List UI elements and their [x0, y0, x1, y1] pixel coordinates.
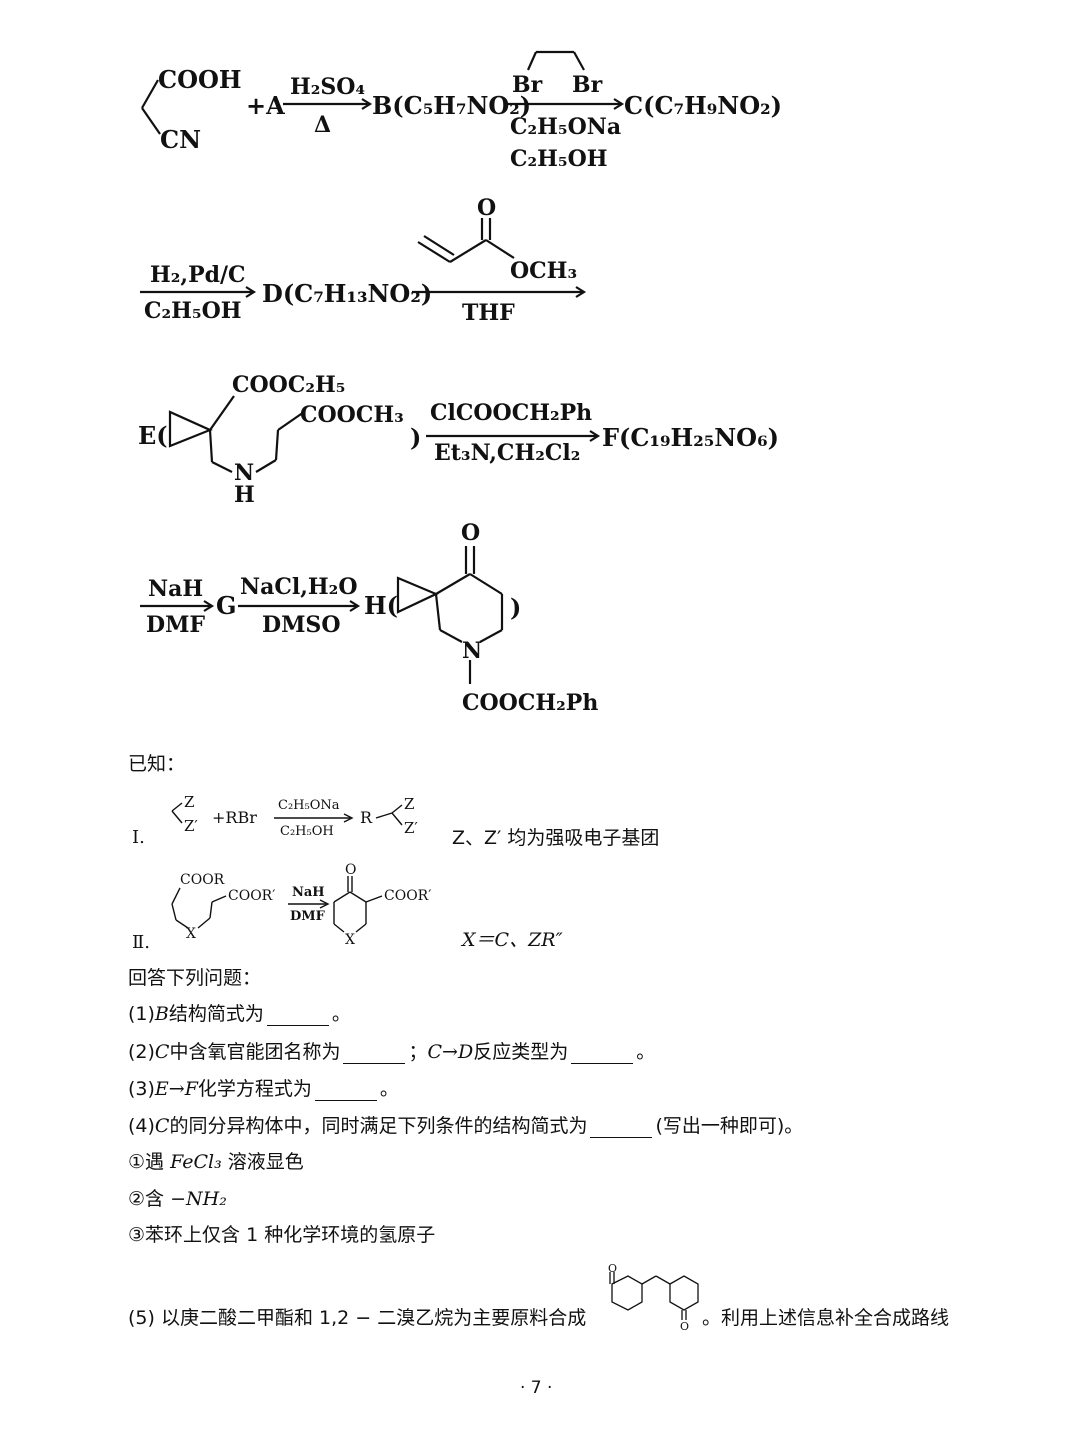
h-cbz-group: COOCH₂Ph: [462, 690, 598, 716]
arrow-reagent-bottom: C₂H₅OH: [144, 298, 242, 324]
arrow2-reagent-top: NaCl,H₂O: [240, 574, 357, 600]
product-z: Z: [404, 795, 414, 813]
scheme-row-2: H₂,Pd/C C₂H₅OH D(C₇H₁₃NO₂) O OCH₃ THF: [140, 195, 587, 326]
arrow-reagent-top: C₂H₅ONa: [278, 798, 340, 813]
arrow-reagent-top: NaH: [292, 885, 325, 900]
target-o-2: O: [680, 1320, 689, 1333]
arrow-reagent-bottom: C₂H₅OH: [280, 824, 334, 839]
arrow-reagent-top: ClCOOCH₂Ph: [430, 400, 592, 426]
e-methyl-ester: COOCH₃: [300, 402, 404, 428]
e-ethyl-ester: COOC₂H₅: [232, 372, 345, 398]
z-prime-group: Z′: [184, 817, 198, 835]
target-diketone-structure: O O: [608, 1262, 699, 1333]
plus-rbr: +RBr: [212, 808, 257, 827]
question-5-prefix: (5) 以庚二酸二甲酯和 1,2 − 二溴乙烷为主要原料合成: [128, 1307, 587, 1329]
target-o-1: O: [608, 1262, 617, 1275]
compound-b: B(C₅H₇NO₂): [372, 91, 531, 120]
product-o: O: [345, 862, 356, 878]
answer-blank[interactable]: [314, 1082, 377, 1101]
question-5-suffix: 。利用上述信息补全合成路线: [702, 1307, 950, 1329]
known-item-2-note: X＝C、ZR″: [462, 929, 563, 951]
e-amine-h: H: [234, 482, 255, 508]
e-close-paren: ): [410, 423, 421, 452]
arrow2-reagent-bottom: DMSO: [262, 612, 340, 638]
condition-3: ③苯环上仅含 1 种化学环境的氢原子: [128, 1224, 436, 1246]
known-item-1-note: Z、Z′ 均为强吸电子基团: [452, 827, 660, 849]
z-group: Z: [184, 793, 194, 811]
numeral-1: Ⅰ.: [132, 827, 145, 848]
x-atom: X: [186, 926, 196, 942]
condition-2: ②含 −NH₂: [128, 1188, 227, 1210]
compound-g: G: [216, 591, 237, 620]
compound-f: F(C₁₉H₂₅NO₆): [602, 423, 779, 452]
known-item-2: Ⅱ. COOR COOR′ X NaH DMF O COOR′ X: [132, 862, 431, 953]
numeral-2: Ⅱ.: [132, 932, 150, 953]
condition-1: ①遇 FeCl₃ 溶液显色: [128, 1151, 304, 1173]
answer-blank[interactable]: [571, 1045, 634, 1064]
e-amine-n: N: [234, 460, 254, 486]
compound-e-label: E(: [138, 421, 168, 450]
compound-d: D(C₇H₁₃NO₂): [262, 279, 432, 308]
question-1: (1)B结构简式为。: [128, 1003, 351, 1026]
arrow1-reagent-top: NaH: [148, 576, 203, 602]
h-ketone-o: O: [461, 520, 480, 546]
scheme-row-3: E( COOC₂H₅ COOCH₃ N H ) ClCOOCH₂Ph Et₃N,…: [138, 372, 779, 508]
answer-blank[interactable]: [343, 1045, 406, 1064]
answer-blank[interactable]: [266, 1007, 329, 1026]
dibromo-left-br: Br: [512, 72, 543, 98]
question-3: (3)E→F化学方程式为。: [128, 1078, 399, 1101]
arrow1-reagent-bottom: DMF: [146, 612, 205, 638]
r-group: R: [360, 808, 373, 827]
dibromo-right-br: Br: [572, 72, 603, 98]
scheme-row-1: COOH CN +A H₂SO₄ Δ B(C₅H₇NO₂) Br Br C₂H₅…: [141, 50, 782, 172]
arrow-reagent-bottom: Et₃N,CH₂Cl₂: [434, 440, 580, 466]
arrow-reagent-bottom: DMF: [290, 909, 326, 924]
scheme-row-4: NaH DMF G NaCl,H₂O DMSO H( O N ) COOCH₂P…: [140, 520, 598, 716]
known-heading: 已知：: [128, 753, 186, 775]
h-close-paren: ): [510, 593, 521, 622]
arrow1-reagent-top: H₂SO₄: [290, 74, 365, 100]
answer-blank[interactable]: [590, 1119, 653, 1138]
known-item-1: Ⅰ. Z Z′ +RBr C₂H₅ONa C₂H₅OH R Z Z′: [132, 793, 418, 848]
arrow2-reagent-bottom-2: C₂H₅OH: [510, 146, 608, 172]
arrow2-reagent-bottom-1: C₂H₅ONa: [510, 114, 621, 140]
questions-heading: 回答下列问题：: [128, 967, 262, 989]
coor-prime-group: COOR′: [228, 888, 275, 904]
acrylate-och3: OCH₃: [510, 258, 577, 284]
compound-c: C(C₇H₉NO₂): [624, 91, 782, 120]
product-coor-prime: COOR′: [384, 888, 431, 904]
plus-a: +A: [246, 91, 285, 120]
arrow-reagent-top: H₂,Pd/C: [150, 262, 246, 288]
page-number: · 7 ·: [520, 1378, 553, 1398]
reactant-cn: CN: [160, 125, 201, 154]
question-2: (2)C中含氧官能团名称为；C→D反应类型为。: [128, 1041, 656, 1064]
acrylate-carbonyl-o: O: [477, 195, 496, 221]
question-4: (4)C的同分异构体中，同时满足下列条件的结构简式为(写出一种即可)。: [128, 1115, 804, 1138]
product-x: X: [345, 932, 355, 948]
coor-group: COOR: [180, 872, 225, 888]
reactant-cooh: COOH: [158, 65, 242, 94]
arrow1-reagent-bottom: Δ: [314, 112, 331, 138]
h-ring-n: N: [462, 638, 482, 664]
product-z-prime: Z′: [404, 819, 418, 837]
compound-h-label: H(: [364, 591, 398, 620]
solvent-thf: THF: [462, 300, 515, 326]
